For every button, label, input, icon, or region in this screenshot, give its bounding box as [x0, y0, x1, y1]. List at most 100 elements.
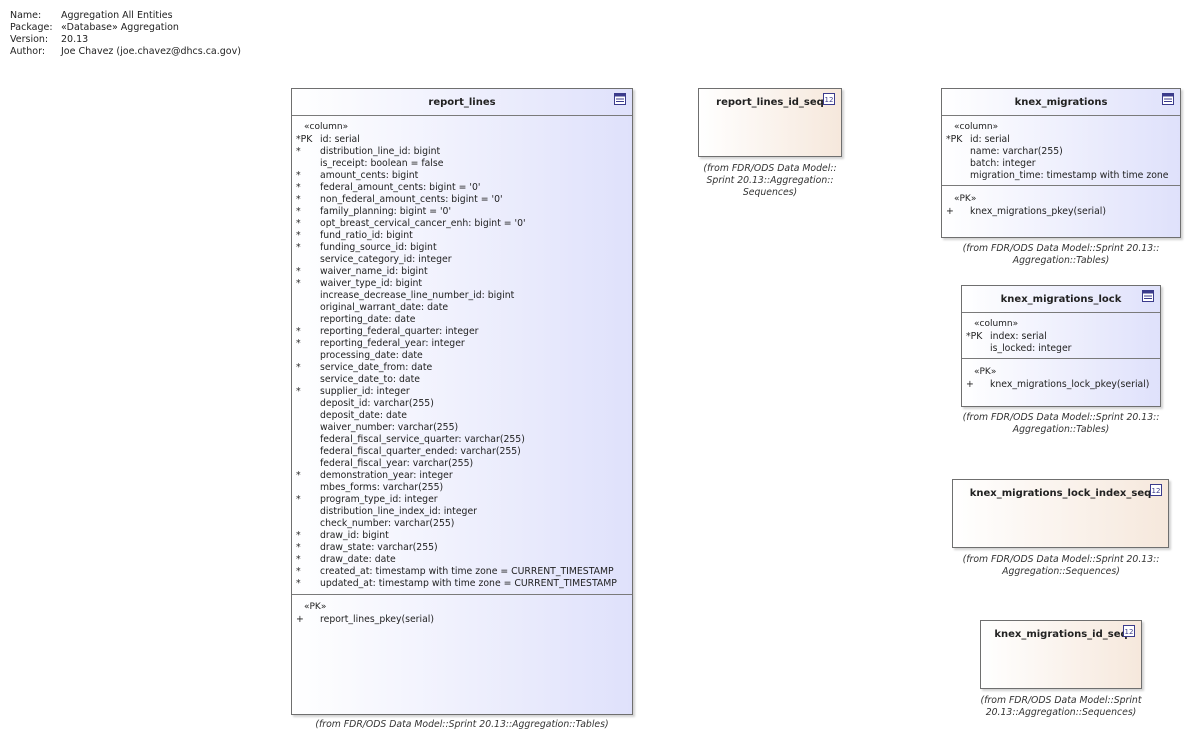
- column-row: increase_decrease_line_number_id: bigint: [296, 290, 514, 302]
- report-lines-from: (from FDR/ODS Data Model::Sprint 20.13::…: [315, 719, 609, 730]
- column-text: batch: integer: [970, 158, 1036, 169]
- column-text: federal_fiscal_service_quarter: varchar(…: [320, 434, 525, 445]
- column-text: index: serial: [990, 331, 1047, 342]
- pk-stereotype: «PK»: [974, 367, 997, 377]
- knex-migrations-lock-from: (from FDR/ODS Data Model::Sprint 20.13::…: [941, 412, 1181, 436]
- column-marker: *: [296, 338, 301, 349]
- column-row: *service_date_from: date: [296, 362, 432, 374]
- name-value: Aggregation All Entities: [61, 10, 173, 21]
- column-text: mbes_forms: varchar(255): [320, 482, 444, 493]
- column-row: is_locked: integer: [966, 343, 1072, 355]
- column-marker: *: [296, 206, 301, 217]
- knex-migrations-title: knex_migrations: [1014, 97, 1108, 108]
- column-marker: *PK: [296, 134, 313, 145]
- sequence-icon: 12: [823, 93, 835, 105]
- report-lines-id-seq[interactable]: report_lines_id_seq 12: [698, 88, 842, 157]
- from-line: Sprint 20.13::Aggregation::: [706, 175, 834, 186]
- column-text: funding_source_id: bigint: [320, 242, 437, 253]
- column-marker: *: [296, 170, 301, 181]
- column-row: * draw_state: varchar(255): [296, 542, 438, 554]
- column-marker: *: [296, 494, 301, 505]
- column-marker: *: [296, 362, 301, 373]
- from-line: (from FDR/ODS Data Model::Sprint: [980, 695, 1142, 706]
- column-text: service_date_to: date: [320, 374, 420, 385]
- column-marker: *: [296, 194, 301, 205]
- knex-migrations-lock-title: knex_migrations_lock: [1000, 294, 1122, 305]
- column-row: *opt_breast_cervical_cancer_enh: bigint …: [296, 218, 526, 230]
- from-line: Aggregation::Tables): [1012, 424, 1110, 435]
- pk-stereotype: «PK»: [304, 602, 327, 612]
- column-marker: *: [296, 146, 301, 157]
- column-text: original_warrant_date: date: [320, 302, 449, 313]
- pk-divider: [942, 185, 1180, 186]
- column-row: batch: integer: [946, 158, 1036, 170]
- from-line: Aggregation::Sequences): [1002, 566, 1120, 577]
- pk-text: knex_migrations_lock_pkey(serial): [990, 379, 1150, 390]
- column-stereotype: «column»: [954, 122, 999, 132]
- title-divider: [292, 115, 632, 116]
- column-row: *family_planning: bigint = '0': [296, 206, 451, 218]
- package-key: Package:: [10, 22, 53, 33]
- pk-mark: +: [296, 614, 304, 625]
- sequence-icon: 12: [1123, 625, 1135, 637]
- column-row: *updated_at: timestamp with time zone = …: [296, 578, 617, 590]
- diagram-header: Name:Aggregation All Entities Package:«D…: [10, 10, 241, 58]
- column-text: waiver_number: varchar(255): [320, 422, 459, 433]
- column-row: *PK id: serial: [296, 134, 360, 146]
- column-text: service_category_id: integer: [320, 254, 452, 265]
- column-row: *supplier_id: integer: [296, 386, 410, 398]
- column-row: federal_fiscal_service_quarter: varchar(…: [296, 434, 525, 446]
- author-key: Author:: [10, 46, 46, 57]
- pk-operation: +knex_migrations_lock_pkey(serial): [966, 379, 1149, 391]
- from-line: Aggregation::Tables): [1012, 255, 1110, 266]
- column-stereotype: «column»: [304, 122, 349, 132]
- column-row: is_receipt: boolean = false: [296, 158, 443, 170]
- column-text: federal_fiscal_year: varchar(255): [320, 458, 474, 469]
- name-key: Name:: [10, 10, 42, 21]
- column-row: service_category_id: integer: [296, 254, 452, 266]
- column-text: distribution_line_index_id: integer: [320, 506, 477, 517]
- column-text: created_at: timestamp with time zone = C…: [320, 566, 614, 577]
- knex-migrations-lock-index-seq[interactable]: knex_migrations_lock_index_seq 12: [952, 479, 1169, 548]
- column-text: migration_time: timestamp with time zone: [970, 170, 1169, 181]
- column-text: program_type_id: integer: [320, 494, 438, 505]
- author-value: Joe Chavez (joe.chavez@dhcs.ca.gov): [61, 46, 241, 57]
- svg-text:12: 12: [825, 96, 834, 104]
- column-row: reporting_date: date: [296, 314, 415, 326]
- column-marker: *: [296, 218, 301, 229]
- report-lines-id-seq-title: report_lines_id_seq: [716, 97, 824, 108]
- knex-migrations-id-seq-title: knex_migrations_id_seq: [994, 629, 1128, 640]
- column-row: mbes_forms: varchar(255): [296, 482, 443, 494]
- column-stereotype: «column»: [974, 319, 1019, 329]
- column-text: non_federal_amount_cents: bigint = '0': [320, 194, 503, 205]
- column-text: reporting_date: date: [320, 314, 416, 325]
- knex-migrations-id-seq[interactable]: knex_migrations_id_seq 12: [980, 620, 1142, 689]
- column-text: processing_date: date: [320, 350, 423, 361]
- report-lines-id-seq-from: (from FDR/ODS Data Model:: Sprint 20.13:…: [690, 163, 850, 199]
- column-marker: *: [296, 230, 301, 241]
- table-icon: [614, 93, 626, 105]
- column-text: draw_state: varchar(255): [320, 542, 438, 553]
- column-marker: *: [296, 578, 301, 589]
- column-row: *waiver_type_id: bigint: [296, 278, 422, 290]
- column-marker: *: [296, 542, 301, 553]
- column-text: is_receipt: boolean = false: [320, 158, 444, 169]
- column-text: reporting_federal_year: integer: [320, 338, 465, 349]
- from-line: Sequences): [742, 187, 798, 198]
- column-row: * non_federal_amount_cents: bigint = '0': [296, 194, 503, 206]
- column-marker: *: [296, 242, 301, 253]
- column-text: id: serial: [320, 134, 360, 145]
- column-text: increase_decrease_line_number_id: bigint: [320, 290, 515, 301]
- version-value: 20.13: [61, 34, 89, 45]
- column-text: federal_fiscal_quarter_ended: varchar(25…: [320, 446, 521, 457]
- column-marker: *: [296, 266, 301, 277]
- column-marker: *: [296, 554, 301, 565]
- column-text: name: varchar(255): [970, 146, 1063, 157]
- column-row: distribution_line_index_id: integer: [296, 506, 477, 518]
- column-row: * program_type_id: integer: [296, 494, 438, 506]
